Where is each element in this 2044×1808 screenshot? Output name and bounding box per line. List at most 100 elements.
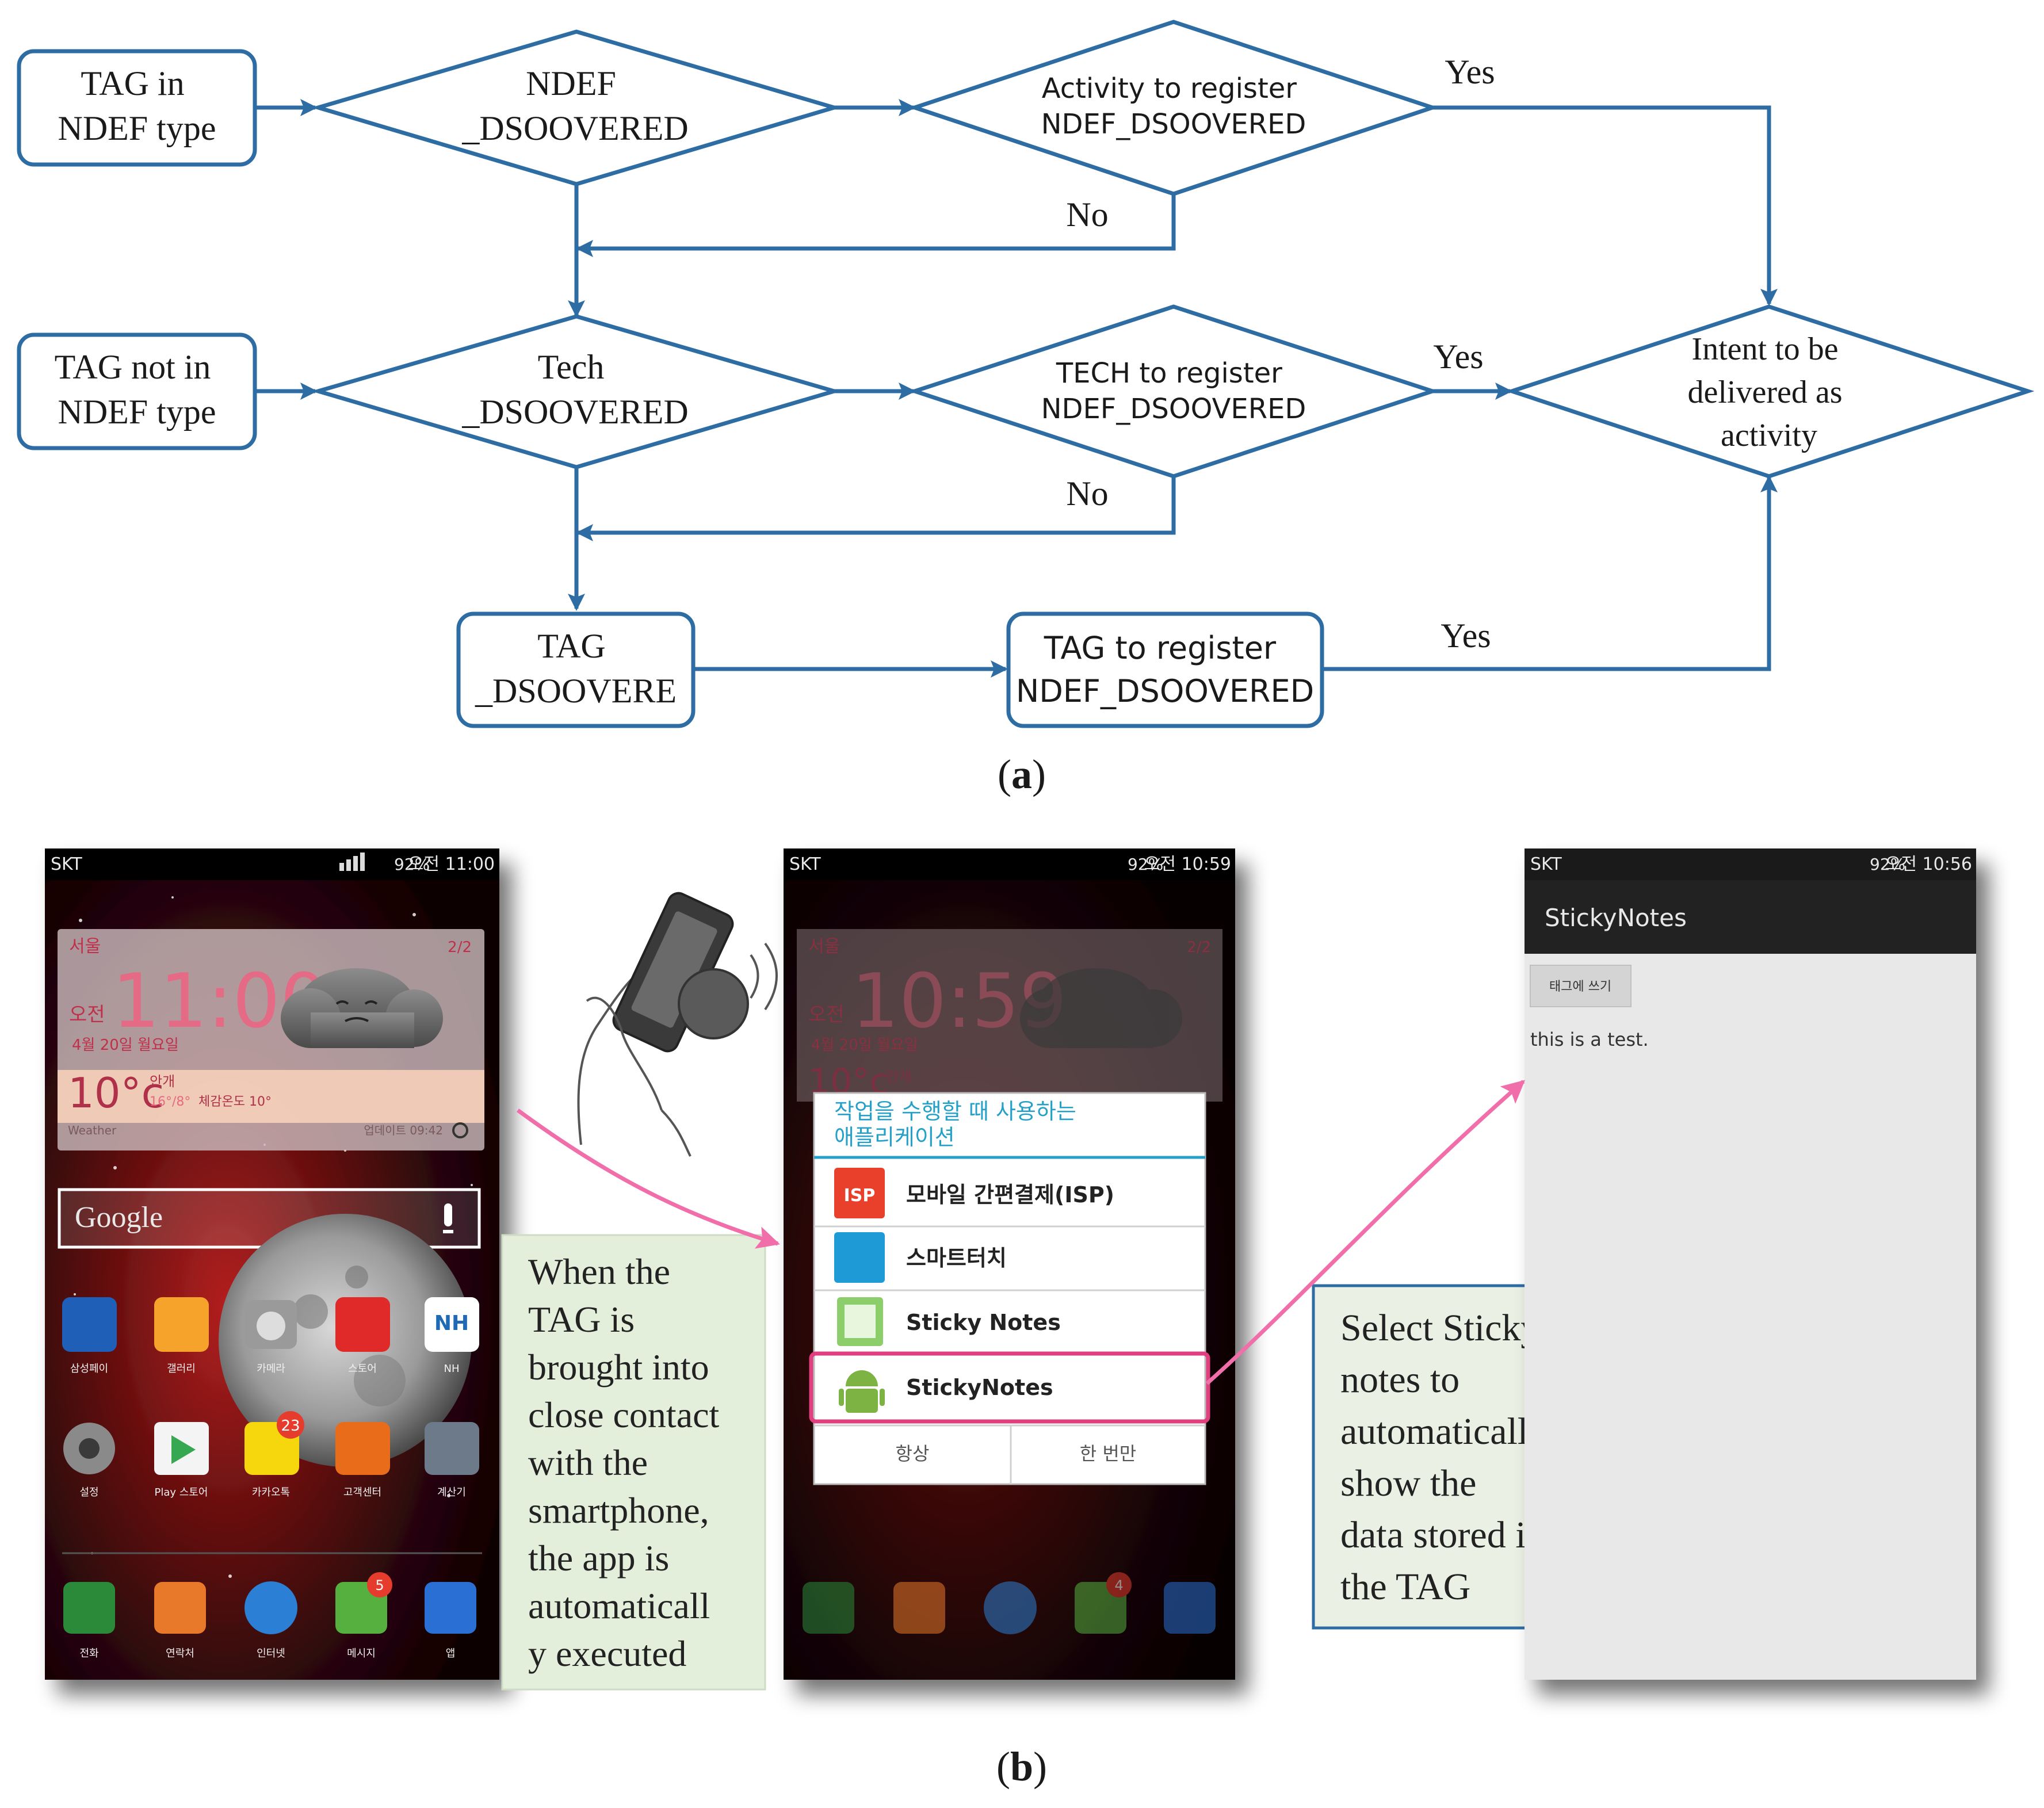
- tag-discovered-label: TAG _DSOOVERE: [475, 627, 677, 710]
- tech-discovered-label: Tech _DSOOVERED: [461, 348, 688, 431]
- app-label-9: 고객센터: [343, 1486, 381, 1499]
- box-tag-discovered: [456, 611, 696, 728]
- diamond-intent-activity: [1505, 304, 2035, 479]
- nh-bank-icon[interactable]: [425, 1297, 479, 1352]
- dialog-item-stickynotes-highlighted[interactable]: StickyNotes: [809, 1351, 1210, 1424]
- dock-label-3: 인터넷: [257, 1648, 285, 1660]
- phone1-search-text: Google: [75, 1201, 163, 1234]
- message-badge-count: 4: [1114, 1577, 1123, 1593]
- caption-b: (b): [996, 1744, 1047, 1790]
- message-badge-count: 5: [375, 1577, 384, 1593]
- contacts-icon: [893, 1582, 945, 1634]
- app-label-5: NH: [444, 1363, 460, 1375]
- samsung-pay-icon[interactable]: [62, 1297, 117, 1352]
- yes-label-tag: Yes: [1441, 617, 1491, 655]
- phone1-app-row-2: 23 설정 Play 스토어 카카오톡 고객센터 계산기: [63, 1411, 479, 1499]
- no-label-activity: No: [1066, 196, 1108, 234]
- phone-icon[interactable]: [63, 1582, 115, 1634]
- phone1-minmax: 16°/8°: [150, 1095, 190, 1109]
- apps-icon[interactable]: [425, 1582, 476, 1634]
- isp-icon-text: ISP: [844, 1186, 876, 1206]
- just-once-button[interactable]: 한 번만: [1080, 1443, 1137, 1465]
- phone2-city: 서울: [808, 937, 840, 957]
- pink-arrow-right: [1205, 1080, 1526, 1385]
- just-once-button-label: 한 번만: [1080, 1443, 1137, 1465]
- phone-icon: [803, 1582, 854, 1634]
- smart-touch-icon: [834, 1232, 885, 1283]
- dialog-title: 작업을 수행할 때 사용하는 애플리케이션: [834, 1099, 1083, 1150]
- caption-a: (a): [998, 751, 1046, 797]
- service-center-icon[interactable]: [335, 1422, 390, 1475]
- diamond-tech-discovered: [311, 314, 842, 469]
- phone1-ampm: 오전: [69, 1003, 105, 1026]
- app-label-2: 갤러리: [167, 1363, 196, 1375]
- always-button[interactable]: 항상: [896, 1443, 930, 1465]
- refresh-icon[interactable]: [452, 1122, 468, 1138]
- callout-left: When the TAG is brought into close conta…: [501, 1234, 766, 1691]
- phone2-condition: 안개: [886, 1069, 911, 1085]
- flowchart: [17, 20, 2035, 728]
- apps-icon: [1164, 1582, 1216, 1634]
- dialog-item-smarttouch[interactable]: 스마트터치: [834, 1232, 1007, 1283]
- internet-icon[interactable]: [244, 1581, 297, 1634]
- dialog-item-label-1: 모바일 간편결제(ISP): [906, 1182, 1114, 1207]
- dialog-item-isp[interactable]: ISP 모바일 간편결제(ISP): [834, 1168, 1114, 1218]
- diamond-activity-register: [908, 20, 1439, 196]
- phone2-clock-status: 오전 10:59: [1144, 854, 1231, 874]
- phone1-condition: 안개: [150, 1073, 175, 1090]
- cloud-icon: [281, 968, 443, 1048]
- always-button-label: 항상: [896, 1443, 930, 1465]
- phone1-page: 2/2: [448, 939, 472, 956]
- pink-arrow-left: [516, 1109, 780, 1249]
- phone1-content: SKT 92% 오전 11:00 서울 2/2 오전 11:00 4월 20일 …: [45, 848, 499, 1660]
- phone2-date: 4월 20일 월요일: [811, 1037, 918, 1054]
- phone3-status-bar: [1525, 848, 1976, 880]
- dock-label-4: 메시지: [347, 1648, 376, 1660]
- connector-tagreg-yes: [1322, 475, 1778, 671]
- connector-techreg-no: [576, 476, 1176, 541]
- dialog-item-sticky-notes[interactable]: Sticky Notes: [837, 1297, 1061, 1346]
- phone2-dock: 4: [803, 1572, 1216, 1634]
- phone1-provider: Weather: [68, 1123, 117, 1137]
- phone1-updated: 업데이트 09:42: [364, 1123, 443, 1137]
- phone1-clock-status: 오전 11:00: [408, 854, 495, 874]
- phone1-weather-band: [58, 1070, 484, 1123]
- phone3-clock-status: 오전 10:56: [1885, 854, 1972, 874]
- phone2-status-bar: [784, 848, 1235, 880]
- dock-label-1: 전화: [79, 1648, 98, 1660]
- phone1-temp: 10°c: [68, 1069, 164, 1117]
- mic-icon[interactable]: [443, 1203, 453, 1233]
- box-tag-register: [1006, 611, 1324, 728]
- phone2-carrier: SKT: [789, 854, 821, 874]
- phone3-app-title: StickyNotes: [1545, 904, 1687, 932]
- phone2-content: SKT 92% 오전 10:59 서울 2/2 오전 10:59 4월 20일 …: [784, 848, 1235, 1680]
- store-icon[interactable]: [335, 1297, 390, 1352]
- phone1-carrier: SKT: [51, 854, 82, 874]
- cloud-icon: [1020, 968, 1182, 1048]
- dialog-item-label-4: StickyNotes: [906, 1375, 1053, 1400]
- dialog-item-label-2: 스마트터치: [906, 1245, 1007, 1271]
- ndef-discovered-label: NDEF _DSOOVERED: [461, 64, 688, 147]
- calculator-icon[interactable]: [425, 1422, 479, 1475]
- app-label-6: 설정: [79, 1486, 98, 1499]
- phone3-app-bar: [1525, 880, 1976, 954]
- callout-left-text: When the TAG is brought into close conta…: [528, 1251, 728, 1674]
- tech-register-label: TECH to register NDEF_DSOOVERED: [1041, 357, 1306, 425]
- phone3-content: SKT 92% 오전 10:56 StickyNotes 태그에 쓰기 this…: [1525, 848, 1976, 1050]
- phone1-dock: 5 전화 연락처 인터넷 메시지 앱: [63, 1572, 476, 1660]
- android-icon: [839, 1370, 885, 1413]
- dock-label-5: 앱: [446, 1648, 456, 1660]
- phone3-carrier: SKT: [1530, 854, 1562, 874]
- yes-label-tech: Yes: [1433, 338, 1483, 376]
- write-to-tag-button[interactable]: [1530, 965, 1632, 1007]
- phone1-signal-icon: [339, 853, 365, 871]
- dialog-item-label-3: Sticky Notes: [906, 1310, 1061, 1335]
- phone1-date: 4월 20일 월요일: [72, 1037, 179, 1054]
- internet-icon: [984, 1581, 1037, 1634]
- contacts-icon[interactable]: [154, 1582, 206, 1634]
- gallery-icon[interactable]: [154, 1297, 209, 1352]
- box-tag-ndef-label: TAG in NDEF type: [58, 64, 216, 147]
- tag-register-label: TAG to register NDEF_DSOOVERED: [1016, 630, 1314, 709]
- isp-icon: [834, 1168, 885, 1218]
